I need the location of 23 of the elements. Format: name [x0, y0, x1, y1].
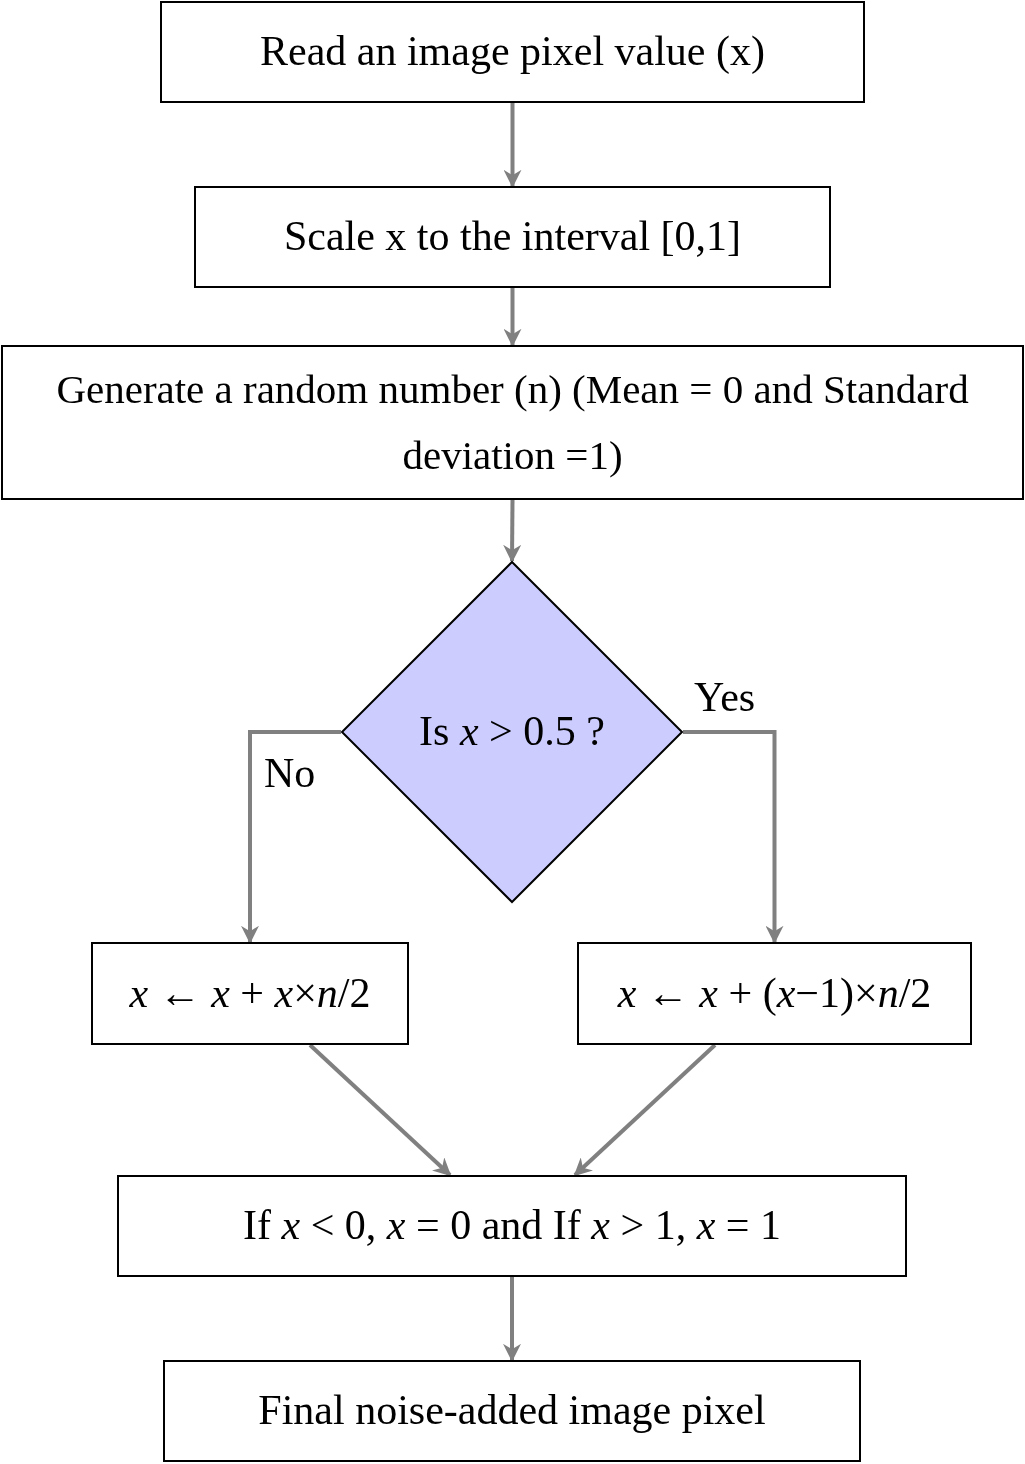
node-text: If x < 0, x = 0 and If x > 1, x = 1 [243, 1201, 781, 1251]
process-box [163, 1360, 861, 1462]
arrow [503, 500, 522, 563]
arrow [308, 1043, 452, 1177]
arrow [503, 1277, 521, 1362]
node-text: Is x > 0.5 ? [419, 707, 605, 757]
arrow [573, 1043, 717, 1177]
node-text: Final noise-added image pixel [258, 1386, 766, 1436]
process-box [91, 942, 409, 1045]
process-box [117, 1175, 907, 1277]
node-text: Read an image pixel value (x) [260, 27, 765, 77]
arrow [683, 730, 784, 944]
node-text: Scale x to the interval [0,1] [283, 212, 742, 262]
node-text: Generate a random number (n) (Mean = 0 and Standard deviation =1) [55, 364, 970, 480]
arrow [503, 288, 522, 347]
arrow [241, 730, 341, 944]
arrow [503, 103, 522, 188]
process-box [1, 345, 1024, 500]
node-text: x ← x + (x−1)×n/2 [617, 968, 932, 1018]
node-text: x ← x + x×n/2 [129, 968, 371, 1018]
process-box [577, 942, 972, 1045]
process-box [194, 186, 831, 288]
process-box [160, 1, 865, 103]
